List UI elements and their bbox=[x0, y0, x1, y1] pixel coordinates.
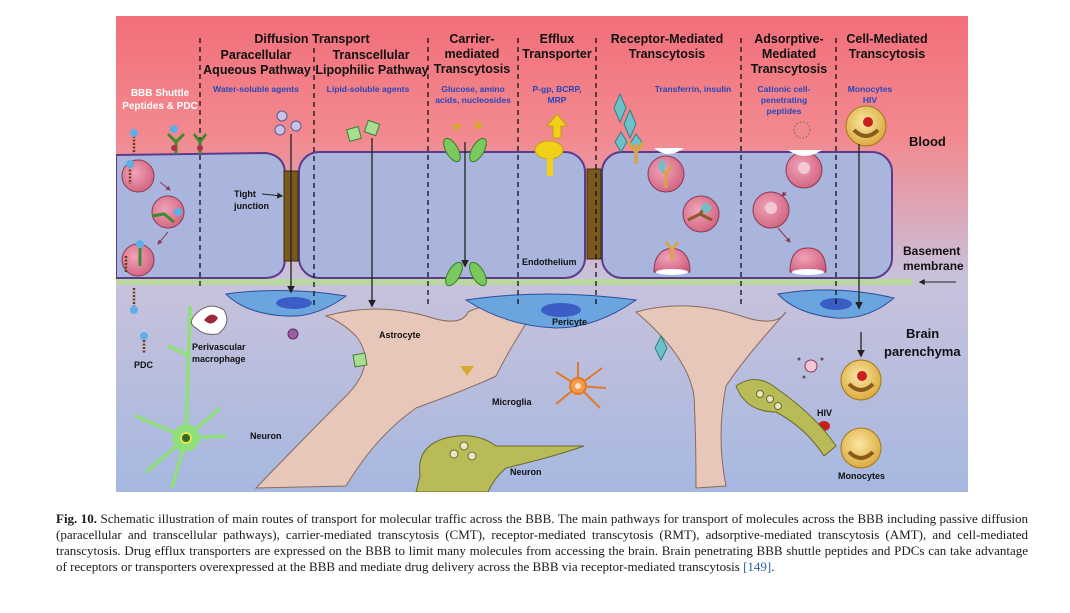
basement-membrane bbox=[116, 279, 913, 285]
shuttle-peptides-brain bbox=[130, 288, 148, 354]
carrier-transporter-bottom bbox=[445, 261, 487, 376]
pericyte-center-nucleus bbox=[541, 303, 581, 317]
label-pericyte: Pericyte bbox=[552, 317, 587, 327]
bbb-transport-figure: Diffusion Transport Paracellular Aqueous… bbox=[116, 16, 968, 492]
label-hiv-top: HIV bbox=[863, 95, 878, 105]
neuron-left bbox=[135, 305, 227, 489]
label-endothelium: Endothelium bbox=[522, 257, 577, 267]
astrocyte-endfoot-right bbox=[634, 305, 787, 489]
label-basement-1: Basement bbox=[903, 244, 960, 258]
header-carrier-3: Transcytosis bbox=[434, 62, 510, 76]
label-hiv-bottom: HIV bbox=[817, 408, 832, 418]
neuron-right bbox=[735, 379, 837, 457]
header-transcellular-1: Transcellular bbox=[332, 48, 409, 62]
header-amt-2: Mediated bbox=[762, 47, 816, 61]
label-bbb-shuttle-1: BBB Shuttle bbox=[131, 88, 190, 99]
header-amt-3: Transcytosis bbox=[751, 62, 827, 76]
carrier-transporter-top bbox=[443, 120, 487, 163]
label-cationic-1: Cationic cell- bbox=[758, 84, 811, 94]
label-monocytes-top: Monocytes bbox=[848, 84, 893, 94]
cell-mediated-elements bbox=[818, 105, 887, 469]
label-neuron-left: Neuron bbox=[250, 431, 282, 441]
header-paracellular-1: Paracellular bbox=[221, 48, 292, 62]
tight-junction-pointer bbox=[261, 192, 284, 199]
label-monocytes-bottom: Monocytes bbox=[838, 471, 885, 481]
endothelial-cell-middle bbox=[298, 151, 586, 279]
label-basement-2: membrane bbox=[903, 259, 964, 273]
label-perivascular-1: Perivascular bbox=[192, 342, 246, 352]
receptor-mediated-elements bbox=[613, 92, 720, 362]
microglia bbox=[555, 362, 607, 409]
tight-junction-right bbox=[586, 168, 602, 260]
label-glucose-2: acids, nucleosides bbox=[435, 95, 511, 105]
label-pgp-1: P-gp, BCRP, bbox=[533, 84, 582, 94]
endothelial-cell-right bbox=[601, 151, 893, 279]
label-cationic-2: penetrating bbox=[761, 95, 807, 105]
label-bbb-shuttle-2: Peptides & PDC bbox=[122, 101, 198, 112]
label-tight-junction-1: Tight bbox=[234, 189, 256, 199]
astrocyte bbox=[254, 303, 537, 489]
water-soluble-agents bbox=[274, 110, 302, 340]
efflux-transporter bbox=[534, 113, 569, 176]
label-cationic-3: peptides bbox=[767, 106, 802, 116]
header-efflux-1: Efflux bbox=[540, 32, 575, 46]
header-transcellular-2: Lipophilic Pathway bbox=[315, 63, 428, 77]
label-pdc: PDC bbox=[134, 360, 154, 370]
label-glucose-1: Glucose, amino bbox=[441, 84, 504, 94]
caption-text: Schematic illustration of main routes of… bbox=[56, 511, 1028, 574]
citation-link[interactable]: [149] bbox=[743, 559, 772, 574]
label-tight-junction-2: junction bbox=[233, 201, 269, 211]
perivascular-macrophage bbox=[190, 305, 228, 335]
label-microglia: Microglia bbox=[492, 397, 533, 407]
header-carrier-2: mediated bbox=[445, 47, 500, 61]
label-water-soluble: Water-soluble agents bbox=[213, 84, 299, 94]
header-cmt-2: Transcytosis bbox=[849, 47, 925, 61]
label-brain-2: parenchyma bbox=[884, 344, 961, 359]
shuttle-vesicles-left bbox=[121, 159, 185, 277]
lipid-soluble-agents bbox=[346, 119, 381, 368]
label-neuron-bottom: Neuron bbox=[510, 467, 542, 477]
figure-label: Fig. 10. bbox=[56, 511, 98, 526]
header-efflux-2: Transporter bbox=[522, 47, 592, 61]
shuttle-peptides-blood bbox=[130, 125, 208, 154]
header-paracellular-2: Aqueous Pathway bbox=[203, 63, 311, 77]
caption-end: . bbox=[771, 559, 775, 574]
adsorptive-mediated-elements bbox=[752, 121, 827, 379]
label-blood: Blood bbox=[909, 134, 946, 149]
header-cmt-1: Cell-Mediated bbox=[846, 32, 927, 46]
label-perivascular-2: macrophage bbox=[192, 354, 246, 364]
label-transferrin: Transferrin, insulin bbox=[655, 84, 732, 94]
neuron-bottom bbox=[415, 435, 585, 492]
figure-caption: Fig. 10. Schematic illustration of main … bbox=[56, 511, 1028, 575]
column-dividers bbox=[199, 38, 837, 306]
label-brain-1: Brain bbox=[906, 326, 939, 341]
header-carrier-1: Carrier- bbox=[449, 32, 494, 46]
label-pgp-2: MRP bbox=[548, 95, 567, 105]
header-rmt-2: Transcytosis bbox=[629, 47, 705, 61]
label-lipid-soluble: Lipid-soluble agents bbox=[327, 84, 410, 94]
header-rmt-1: Receptor-Mediated bbox=[611, 32, 724, 46]
pericyte-left-nucleus bbox=[276, 297, 312, 309]
header-amt-1: Adsorptive- bbox=[754, 32, 823, 46]
label-astrocyte: Astrocyte bbox=[379, 330, 421, 340]
header-diffusion: Diffusion Transport bbox=[254, 32, 370, 46]
